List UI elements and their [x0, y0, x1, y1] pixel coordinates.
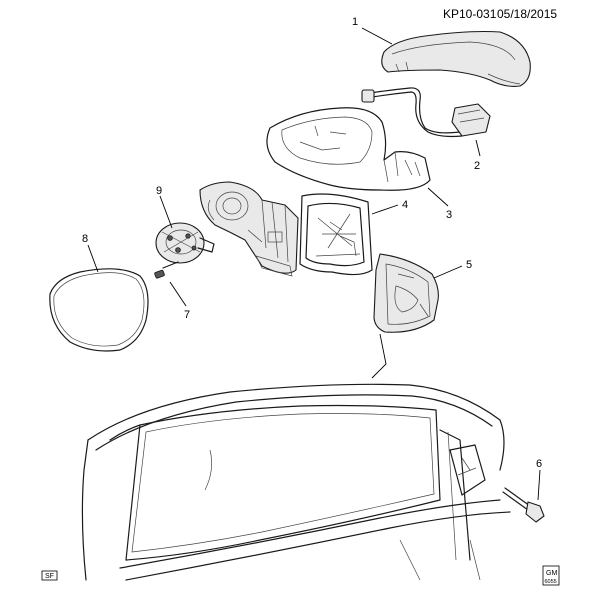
- part-7-screw: [154, 261, 179, 279]
- gm-logo-top: GM: [546, 570, 557, 577]
- sf-badge: SF: [41, 570, 58, 581]
- mirror-bracket-assembly: [199, 181, 299, 277]
- part-5-lower-cover: [373, 253, 439, 333]
- part-3-mirror-housing: [266, 107, 431, 191]
- callout-5: 5: [466, 259, 472, 271]
- part-8-mirror-glass: [49, 268, 149, 352]
- gm-logo-bottom: 6055: [545, 579, 557, 585]
- diagram-date: 05/18/2015: [497, 7, 558, 21]
- gm-logo: GM 6055: [542, 565, 560, 586]
- callout-6: 6: [536, 458, 542, 470]
- callout-9: 9: [156, 185, 162, 197]
- sf-badge-label: SF: [45, 573, 54, 580]
- callout-3: 3: [446, 209, 452, 221]
- callout-7: 7: [184, 309, 190, 321]
- leader-lines: [87, 27, 541, 501]
- part-6-bolt: [502, 487, 545, 523]
- part-4-inner-frame: [299, 193, 373, 276]
- callout-4: 4: [402, 199, 408, 211]
- callout-1: 1: [352, 16, 358, 28]
- part-9-mirror-actuator: [155, 222, 215, 264]
- part-2-wiring-harness: [361, 87, 491, 138]
- vehicle-door: [81, 383, 511, 581]
- callout-2: 2: [474, 160, 480, 172]
- part-1-mirror-cover: [381, 30, 531, 87]
- callout-8: 8: [82, 233, 88, 245]
- diagram-reference-code: KP10-031: [443, 7, 497, 21]
